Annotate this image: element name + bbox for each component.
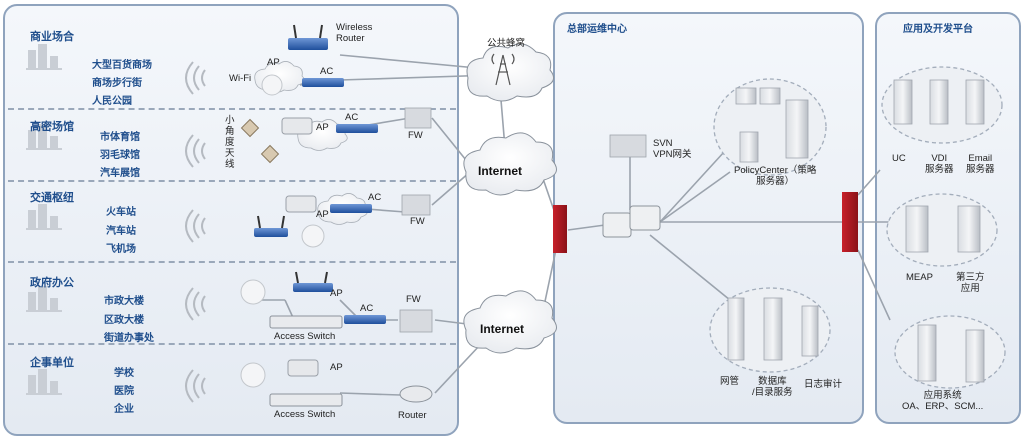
ac-icons <box>302 78 386 324</box>
log-audit-label: 日志审计 <box>804 379 843 390</box>
list-item: 企业 <box>114 404 134 415</box>
list-item: 街道办事处 <box>104 333 154 344</box>
section-divider <box>8 343 456 345</box>
ac-label: AC <box>368 192 382 203</box>
vdi-label: VDI 服务器 <box>925 153 954 175</box>
list-item: 商场步行街 <box>92 78 142 89</box>
section-title: 高密场馆 <box>30 121 74 133</box>
section-title: 政府办公 <box>30 277 74 289</box>
internet-label: Internet <box>478 164 523 178</box>
fw-icons <box>399 107 647 333</box>
wifi-signal-icons <box>185 61 206 403</box>
section-title: 企事单位 <box>30 357 74 369</box>
ap-label: AP <box>316 209 329 220</box>
server-icons <box>727 79 985 383</box>
policy-center-label: PolicyCenter（策略 服务器） <box>734 165 817 187</box>
router-label: Router <box>398 410 427 421</box>
section-divider <box>8 108 456 110</box>
access-switch-label: Access Switch <box>274 331 336 342</box>
access-switch-label: Access Switch <box>274 409 336 420</box>
uc-label: UC <box>892 153 906 164</box>
ap-label: AP <box>330 362 343 373</box>
core-switch-icons <box>602 205 661 238</box>
list-item: 火车站 <box>106 207 136 218</box>
wireless-router-label: Wireless Router <box>336 22 373 44</box>
list-item: 人民公园 <box>92 96 132 107</box>
list-item: 学校 <box>114 368 134 379</box>
internet-cloud-2 <box>463 290 557 354</box>
list-item: 市体育馆 <box>100 132 140 143</box>
app-panel-title: 应用及开发平台 <box>903 24 973 35</box>
public-cellular-label: 公共蜂窝 <box>487 38 526 49</box>
ap-label: AP <box>330 288 343 299</box>
small-angle-antenna-label: 小 角 度 天 线 <box>225 115 235 170</box>
public-cellular-cloud <box>466 43 555 102</box>
list-item: 大型百货商场 <box>92 60 152 71</box>
ap-label: AP <box>267 57 280 68</box>
database-label: 数据库 /目录服务 <box>752 376 793 398</box>
list-item: 医院 <box>114 386 134 397</box>
svn-vpn-label: SVN VPN网关 <box>653 138 692 160</box>
internet-label: Internet <box>480 322 525 336</box>
meap-label: MEAP <box>906 272 933 283</box>
fw-label: FW <box>408 130 423 141</box>
section-title: 交通枢纽 <box>30 192 74 204</box>
wifi-label: Wi-Fi <box>229 73 252 84</box>
fw-label: FW <box>410 216 425 227</box>
third-party-label: 第三方 应用 <box>956 272 985 294</box>
ac-label: AC <box>345 112 359 123</box>
list-item: 市政大楼 <box>104 296 144 307</box>
section-divider <box>8 180 456 182</box>
access-switch-icons <box>269 315 343 407</box>
branch-panel <box>3 4 459 436</box>
fw-label: FW <box>406 294 421 305</box>
list-item: 羽毛球馆 <box>100 150 140 161</box>
list-item: 飞机场 <box>106 244 136 255</box>
internet-cloud-1 <box>463 132 557 196</box>
hq-firewall-icon <box>553 205 567 253</box>
ap-box-icons <box>254 117 333 377</box>
antenna-icons <box>240 118 280 164</box>
hq-panel-title: 总部运维中心 <box>567 24 627 35</box>
wireless-router-icon <box>288 24 328 50</box>
list-item: 汽车展馆 <box>100 168 140 179</box>
building-icons <box>26 44 62 395</box>
ap-label: AP <box>316 122 329 133</box>
ac-label: AC <box>320 66 334 77</box>
router-icon <box>399 385 433 403</box>
section-divider <box>8 261 456 263</box>
app-firewall-icon <box>842 192 858 252</box>
ap-icon <box>261 74 283 96</box>
list-item: 汽车站 <box>106 226 136 237</box>
ac-label: AC <box>360 303 374 314</box>
section-title: 商业场合 <box>30 31 74 43</box>
netmgmt-label: 网管 <box>720 376 740 387</box>
email-label: Email 服务器 <box>966 153 995 175</box>
list-item: 区政大楼 <box>104 315 144 326</box>
app-system-label: 应用系统 OA、ERP、SCM... <box>902 390 984 412</box>
